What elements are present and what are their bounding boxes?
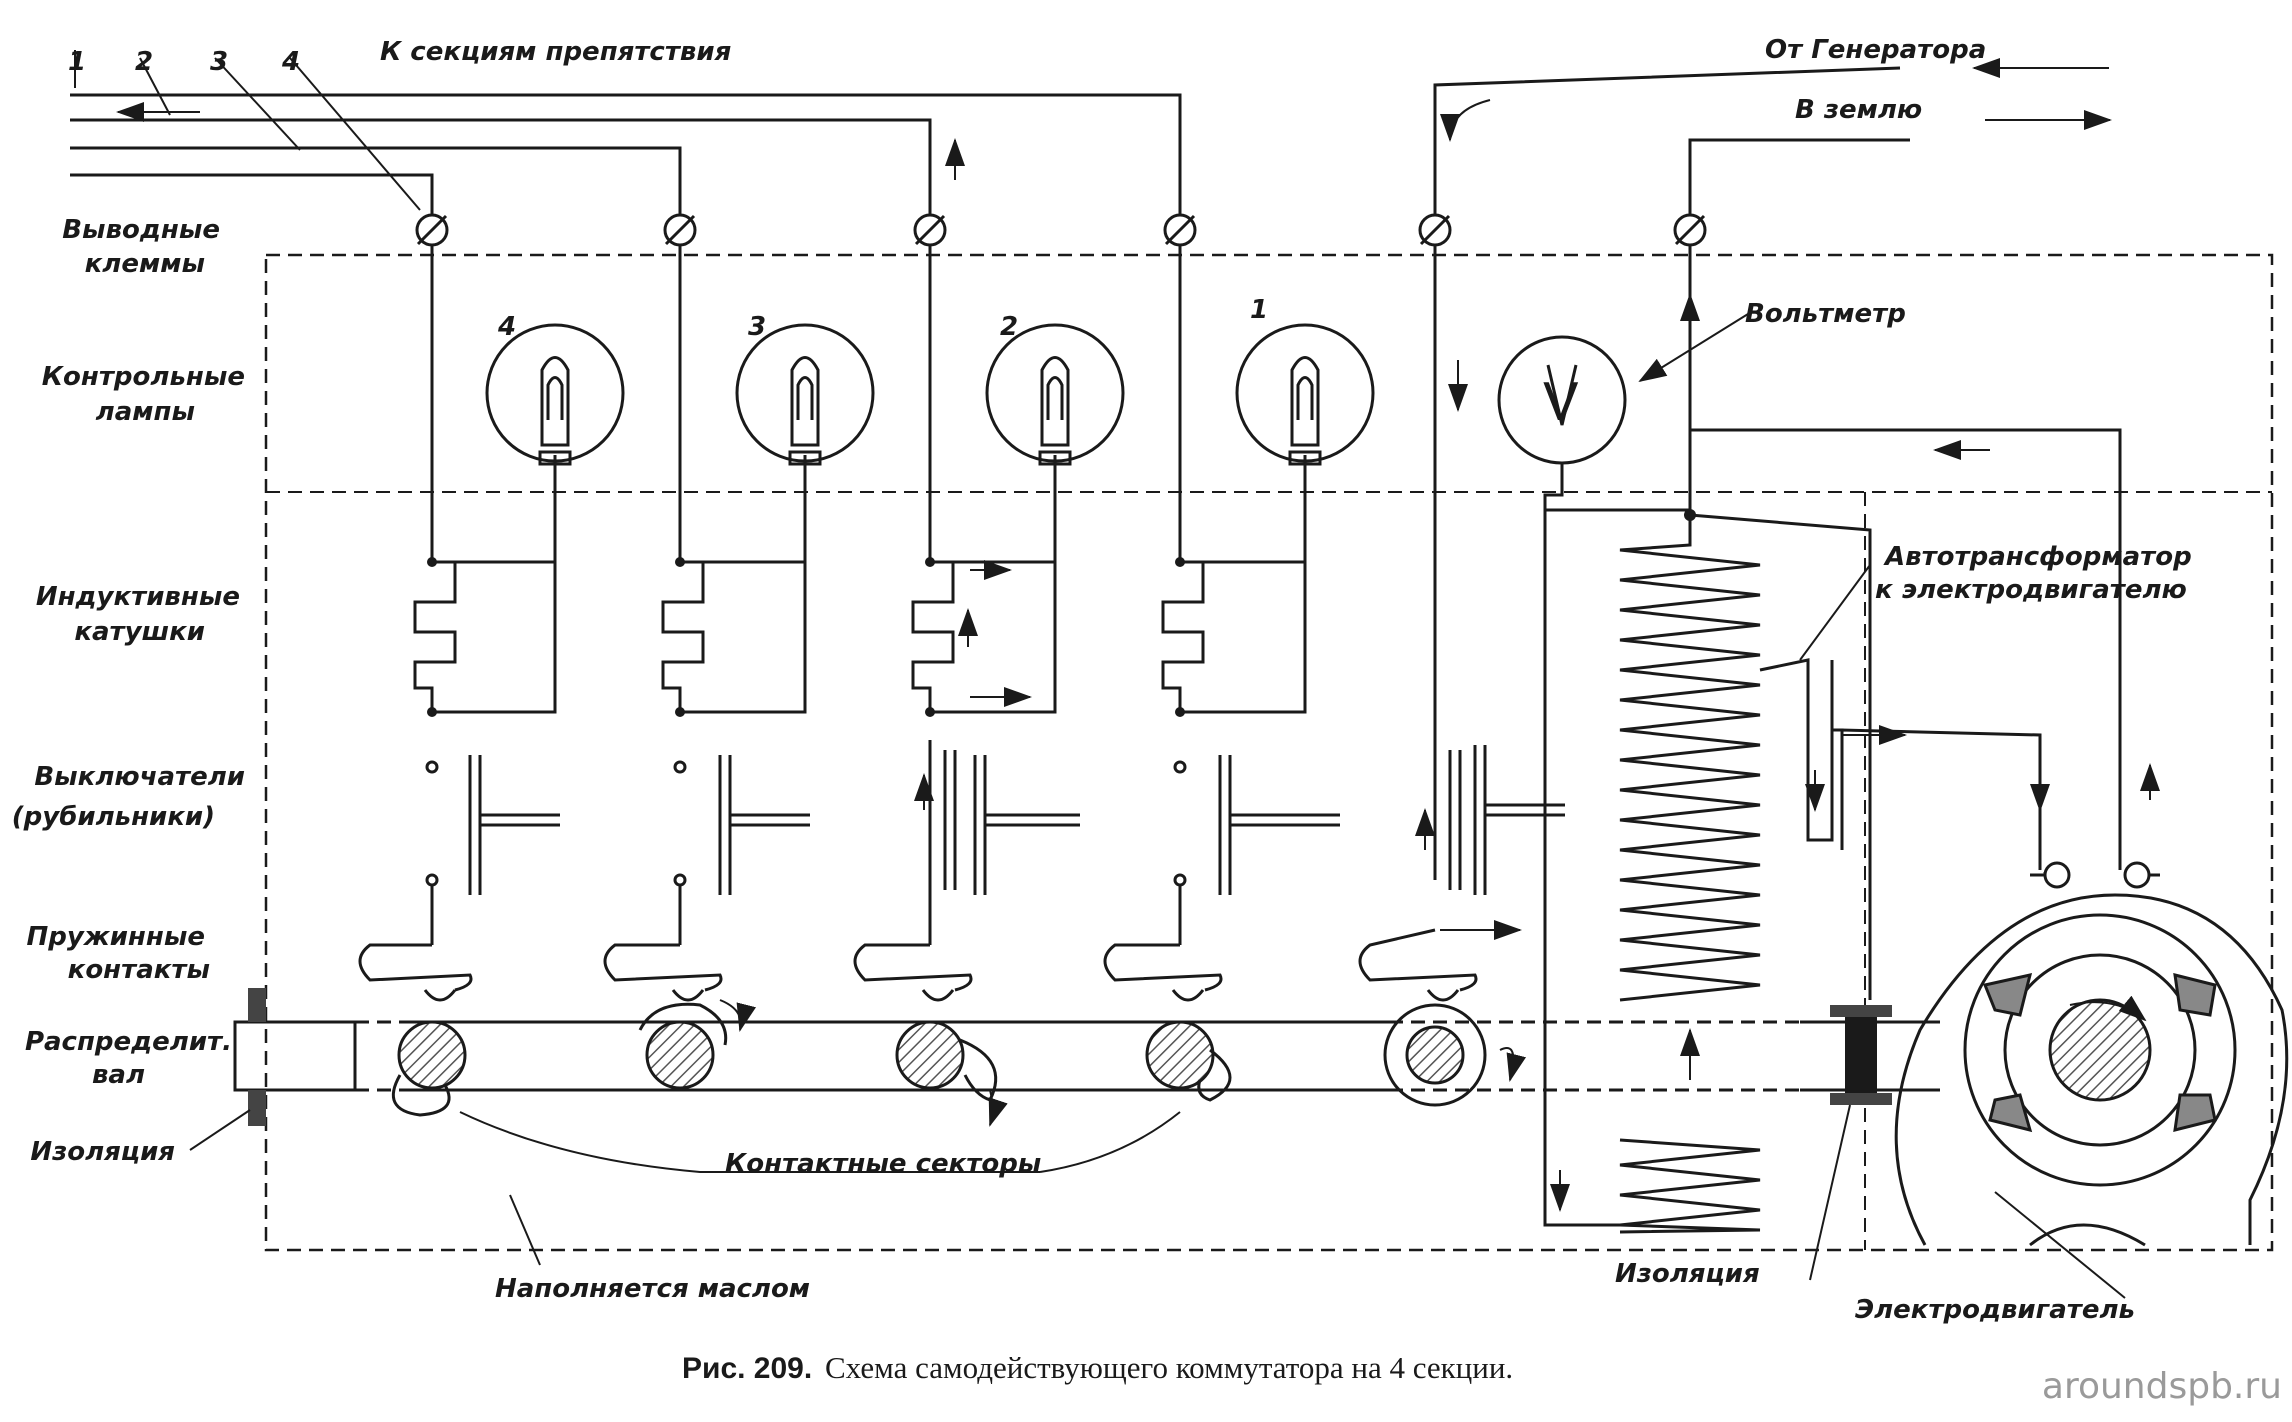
lamp-4 bbox=[485, 323, 625, 466]
lamp-number-2: 2 bbox=[1000, 312, 1018, 342]
label-autotransformer-2: к электродвигателю bbox=[1875, 575, 2187, 605]
junction-dots bbox=[427, 509, 1696, 717]
housing-outline bbox=[264, 253, 2274, 1252]
lamp-number-3: 3 bbox=[748, 312, 766, 342]
drum-generator-outer bbox=[1383, 1003, 1487, 1107]
label-springs-1: Пружинные bbox=[27, 922, 205, 952]
label-insulation-bottom: Изоляция bbox=[1615, 1259, 1760, 1289]
distributor-shaft bbox=[233, 988, 1940, 1126]
voltmeter-symbol: V bbox=[1543, 373, 1579, 433]
electric-motor bbox=[1894, 861, 2289, 1247]
spring-contacts bbox=[358, 920, 1522, 1002]
switch-1 bbox=[1173, 755, 1340, 945]
wire-number-labels: 1 2 3 4 bbox=[68, 47, 300, 77]
lamp-1 bbox=[1235, 323, 1375, 466]
switch-4 bbox=[425, 755, 560, 945]
figure-caption: Рис. 209. Схема самодействующего коммута… bbox=[682, 1350, 1513, 1385]
label-switches-1: Выключатели bbox=[34, 762, 245, 792]
lamp-number-4: 4 bbox=[497, 312, 516, 342]
lamp-2 bbox=[985, 323, 1125, 466]
lamp-number-1: 1 bbox=[1250, 295, 1268, 325]
row-labels: Выводные клеммы Контрольные лампы Индукт… bbox=[12, 215, 245, 1167]
section-circuits bbox=[413, 245, 1692, 880]
switches bbox=[425, 740, 1565, 945]
label-to-sections: К секциям препятствия bbox=[380, 37, 731, 67]
drum-4 bbox=[397, 1020, 467, 1090]
label-oil-fill: Наполняется маслом bbox=[495, 1274, 810, 1304]
drum-3 bbox=[645, 1020, 715, 1090]
label-switches-2: (рубильники) bbox=[12, 802, 215, 832]
label-lamps-2: лампы bbox=[96, 397, 195, 427]
label-coils-2: катушки bbox=[74, 617, 205, 647]
switch-2 bbox=[928, 740, 1080, 945]
label-lamps-1: Контрольные bbox=[42, 362, 245, 392]
caption-number: Рис. 209. bbox=[682, 1352, 812, 1385]
lamp-3 bbox=[735, 323, 875, 466]
wire-number-3: 3 bbox=[210, 47, 228, 77]
leader-lines bbox=[74, 50, 2126, 1299]
autotransformer bbox=[1543, 428, 2122, 1234]
switch-3 bbox=[673, 755, 810, 945]
terminals bbox=[415, 213, 1707, 247]
label-from-generator: От Генератора bbox=[1765, 35, 1986, 65]
label-shaft-2: вал bbox=[92, 1060, 145, 1090]
label-terminals-2: клеммы bbox=[85, 249, 205, 279]
label-terminals-1: Выводные bbox=[62, 215, 220, 245]
label-to-ground: В землю bbox=[1795, 95, 1922, 125]
label-contact-sectors: Контактные секторы bbox=[725, 1149, 1041, 1179]
drum-1 bbox=[1145, 1020, 1215, 1090]
flow-arrows bbox=[719, 138, 2160, 1212]
wire-number-2: 2 bbox=[135, 47, 153, 77]
lamp-number-labels: 4 3 2 1 bbox=[497, 295, 1268, 342]
label-autotransformer-1: Автотрансформатор bbox=[1883, 542, 2192, 572]
incoming-wires bbox=[70, 93, 1182, 215]
generator-wires bbox=[1433, 58, 2112, 215]
drum-2 bbox=[895, 1020, 965, 1090]
label-insulation-left: Изоляция bbox=[30, 1137, 175, 1167]
control-lamps bbox=[485, 323, 1375, 466]
watermark: aroundspb.ru bbox=[2042, 1366, 2282, 1407]
wire-number-1: 1 bbox=[68, 47, 86, 77]
drum-generator bbox=[1405, 1025, 1465, 1085]
voltmeter bbox=[1497, 313, 1749, 512]
label-shaft-1: Распределит. bbox=[25, 1027, 232, 1057]
label-springs-2: контакты bbox=[68, 955, 210, 985]
label-coils-1: Индуктивные bbox=[36, 582, 240, 612]
wire-number-4: 4 bbox=[281, 47, 300, 77]
label-motor: Электродвигатель bbox=[1855, 1295, 2135, 1325]
caption-text: Схема самодействующего коммутатора на 4 … bbox=[825, 1350, 1513, 1385]
switch-generator bbox=[1448, 745, 1565, 895]
label-voltmeter: Вольтметр bbox=[1745, 299, 1906, 329]
coupling-insulation bbox=[1845, 1005, 1877, 1105]
